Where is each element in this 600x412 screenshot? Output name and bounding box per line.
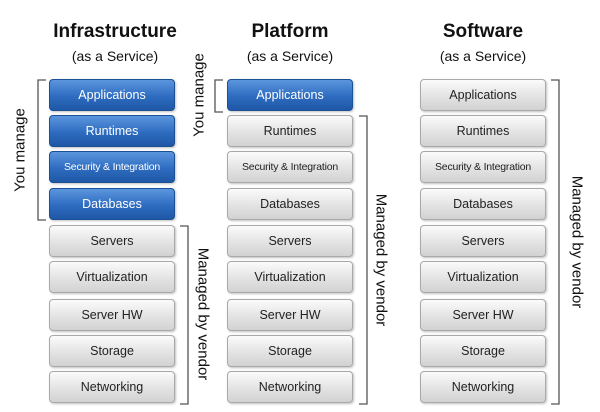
saas-layer-databases: Databases bbox=[420, 188, 546, 220]
paas-vendor-bracket bbox=[359, 115, 368, 405]
iaas-layer-servers: Servers bbox=[49, 225, 175, 257]
iaas-you-manage-bracket bbox=[37, 79, 46, 221]
paas-layer-servers: Servers bbox=[227, 225, 353, 257]
saas-layer-virtualization: Virtualization bbox=[420, 261, 546, 293]
saas-title-text: Software bbox=[442, 21, 524, 42]
iaas-vendor-bracket bbox=[180, 225, 189, 405]
iaas-title: Infrastructure (as a Service) bbox=[35, 21, 195, 66]
paas-layer-applications: Applications bbox=[227, 79, 353, 111]
paas-layer-runtimes: Runtimes bbox=[227, 115, 353, 147]
iaas-layer-virtualization: Virtualization bbox=[49, 261, 175, 293]
iaas-vendor-label: Managed by vendor bbox=[194, 247, 212, 381]
iaas-layer-applications: Applications bbox=[49, 79, 175, 111]
saas-layer-networking: Networking bbox=[420, 371, 546, 403]
iaas-title-text: Infrastructure bbox=[53, 21, 177, 42]
saas-layer-storage: Storage bbox=[420, 335, 546, 367]
paas-you-manage-label: You manage bbox=[190, 53, 208, 137]
paas-layer-storage: Storage bbox=[227, 335, 353, 367]
saas-vendor-bracket bbox=[551, 79, 560, 405]
saas-layer-security: Security & Integration bbox=[420, 151, 546, 183]
paas-layer-server-hw: Server HW bbox=[227, 299, 353, 331]
paas-vendor-label: Managed by vendor bbox=[372, 193, 390, 327]
saas-vendor-label: Managed by vendor bbox=[568, 175, 586, 309]
paas-title: Platform (as a Service) bbox=[210, 21, 370, 66]
iaas-layer-security: Security & Integration bbox=[49, 151, 175, 183]
iaas-layer-server-hw: Server HW bbox=[49, 299, 175, 331]
paas-layer-virtualization: Virtualization bbox=[227, 261, 353, 293]
iaas-layer-runtimes: Runtimes bbox=[49, 115, 175, 147]
iaas-layer-databases: Databases bbox=[49, 188, 175, 220]
iaas-layer-storage: Storage bbox=[49, 335, 175, 367]
iaas-subtitle: (as a Service) bbox=[71, 48, 159, 64]
iaas-you-manage-label: You manage bbox=[11, 108, 29, 192]
paas-layer-networking: Networking bbox=[227, 371, 353, 403]
saas-layer-servers: Servers bbox=[420, 225, 546, 257]
saas-layer-runtimes: Runtimes bbox=[420, 115, 546, 147]
saas-title: Software (as a Service) bbox=[403, 21, 563, 66]
saas-subtitle: (as a Service) bbox=[439, 48, 527, 64]
paas-title-text: Platform bbox=[251, 21, 329, 42]
saas-layer-server-hw: Server HW bbox=[420, 299, 546, 331]
paas-you-manage-bracket bbox=[214, 79, 223, 113]
saas-layer-applications: Applications bbox=[420, 79, 546, 111]
paas-layer-databases: Databases bbox=[227, 188, 353, 220]
iaas-layer-networking: Networking bbox=[49, 371, 175, 403]
paas-layer-security: Security & Integration bbox=[227, 151, 353, 183]
paas-subtitle: (as a Service) bbox=[246, 48, 334, 64]
